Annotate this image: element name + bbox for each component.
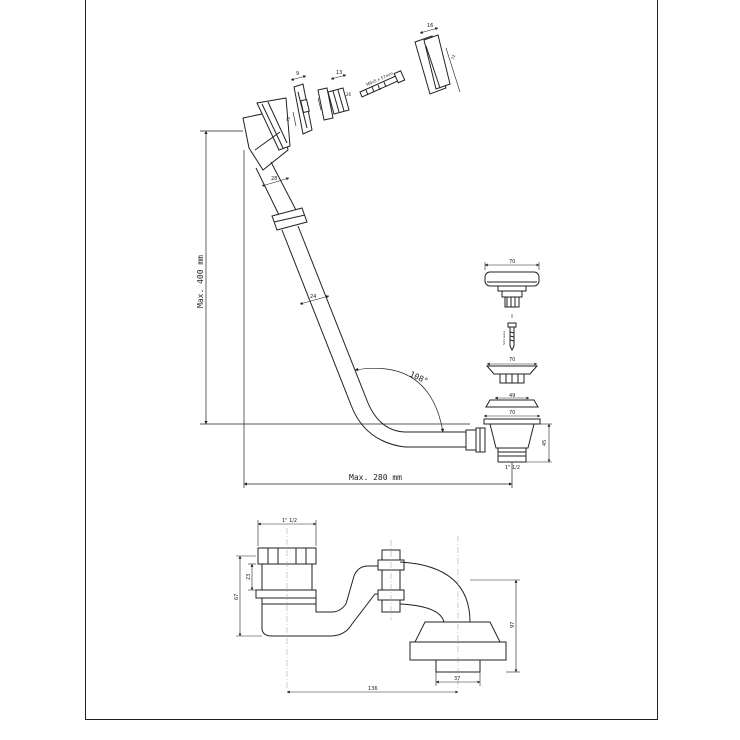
- max-height-label: Max. 400 mm: [196, 255, 205, 308]
- body-flange-dia: 70: [509, 410, 515, 416]
- pipe-union: [465, 427, 486, 453]
- plug-top-dia: 70: [509, 259, 515, 265]
- max-length-label: Max. 280 mm: [349, 473, 402, 482]
- overflow-elbow: [242, 97, 291, 171]
- drain-pipe-dia: 24: [310, 294, 316, 300]
- drawing-frame: [85, 0, 658, 720]
- grate-dia: 70: [509, 357, 515, 363]
- drain-body: [483, 418, 541, 463]
- body-dimension-lines: [483, 414, 552, 463]
- pipe-dimension-lines: [261, 177, 330, 305]
- trap-total-height: 67: [234, 594, 240, 600]
- trap-width: 136: [368, 686, 378, 692]
- overflow-flange: [317, 87, 350, 121]
- gasket-dia: 49: [509, 393, 515, 399]
- trap-upper-height: 23: [246, 574, 252, 580]
- overflow-screw: [359, 70, 406, 98]
- drain-grate: [485, 365, 539, 384]
- overflow-extension: [414, 34, 451, 95]
- overflow-plate-dim: 72: [285, 116, 291, 122]
- overflow-pipe-dia: 28: [271, 176, 277, 182]
- trap-thread: 1" 1/2: [282, 518, 297, 524]
- overflow-ext-dim: 72: [450, 54, 456, 61]
- screw-label: Schraube: [502, 331, 506, 345]
- body-height: 45: [542, 440, 548, 446]
- drain-gasket: [485, 399, 539, 408]
- trap-centerlines: [286, 528, 459, 690]
- drain-screw: [507, 322, 517, 352]
- overflow-flange-dim: 26: [346, 92, 352, 97]
- overflow-spacer: [293, 83, 313, 135]
- thread-size: 1" 1/2: [505, 465, 520, 471]
- overflow-assembly: [242, 34, 451, 171]
- drain-plug: [484, 271, 540, 308]
- trap-dimension-lines: [236, 520, 520, 694]
- overflow-ext-thickness: 16: [427, 23, 433, 29]
- overflow-dimensions: [290, 27, 461, 127]
- bath-trap: [255, 547, 507, 673]
- angle-label: 108°: [408, 370, 429, 386]
- overflow-flange-thickness: 13: [336, 70, 342, 76]
- plug-dimension-line: [484, 262, 540, 270]
- overall-dimension-lines: [200, 130, 513, 488]
- angle-arc: [354, 367, 445, 433]
- overflow-spacer-thickness: 9: [296, 71, 299, 77]
- trap-outlet-dia: 37: [454, 676, 460, 682]
- trap-outlet-height: 97: [510, 622, 516, 628]
